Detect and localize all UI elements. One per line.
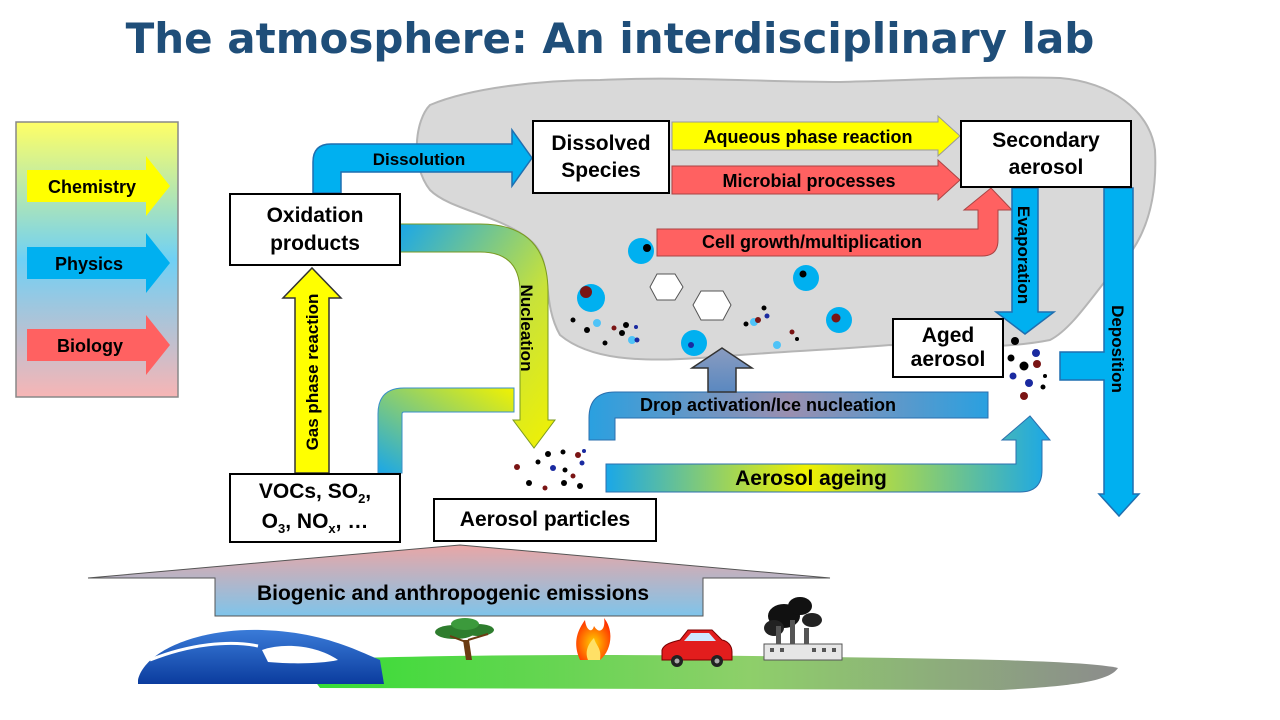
deposition-label: Deposition (1108, 305, 1127, 393)
cloud-small-particles (570, 305, 799, 346)
secondary-aerosol-line1: Secondary (992, 128, 1100, 152)
car-icon (661, 629, 733, 667)
dissolution-arrow (312, 127, 533, 194)
precursors-line1: VOCs, SO2, (258, 480, 372, 507)
microbial-processes-label: Microbial processes (722, 171, 895, 191)
cell-growth-label: Cell growth/multiplication (702, 232, 922, 252)
secondary-aerosol-line2: aerosol (1008, 156, 1084, 179)
evaporation-label: Evaporation (1014, 206, 1033, 304)
tree-icon (435, 618, 494, 660)
deposition-arrow (1059, 187, 1141, 518)
nucleation-label: Nucleation (517, 285, 536, 372)
legend-biology-arrow (27, 315, 170, 375)
cell-growth-arrow (656, 187, 1014, 257)
aged-aerosol-line1: Aged (921, 323, 975, 347)
gas-phase-reaction-label: Gas phase reaction (303, 294, 322, 451)
precursor-to-nucleation-arrow (377, 387, 515, 474)
drop-activation-arrow (588, 391, 989, 441)
drop-activation-label: Drop activation/Ice nucleation (640, 395, 896, 415)
drop-activation-up-arrow (689, 347, 755, 393)
secondary-aerosol-box: Secondary aerosol (960, 120, 1132, 188)
microbial-processes-arrow (671, 158, 961, 202)
precursors-box: VOCs, SO2, O3, NOx, … (229, 473, 401, 543)
gas-phase-reaction-arrow (281, 266, 343, 474)
cloud-ice-crystals (649, 273, 732, 321)
ocean-wave-icon (138, 629, 384, 684)
aerosol-ageing-arrow (605, 415, 1052, 493)
aerosol-particles-box: Aerosol particles (433, 498, 657, 542)
dissolution-label: Dissolution (373, 150, 466, 169)
precursors-line2: O3, NOx, … (261, 510, 369, 537)
nucleation-arrow (399, 223, 556, 449)
oxidation-products-box: Oxidation products (229, 193, 401, 266)
legend-chemistry-label: Chemistry (48, 177, 136, 197)
oxidation-products-line1: Oxidation (266, 204, 364, 228)
ground-shape (300, 655, 1118, 690)
evaporation-arrow (993, 187, 1057, 335)
legend-physics-arrow (27, 233, 170, 293)
page-title: The atmosphere: An interdisciplinary lab (125, 14, 1095, 63)
legend-physics-label: Physics (55, 254, 123, 274)
factory-icon (763, 597, 843, 661)
aerosol-ageing-label: Aerosol ageing (735, 467, 887, 490)
aerosol-particles-label: Aerosol particles (459, 508, 631, 532)
emissions-arrow (87, 544, 831, 617)
oxidation-products-line2: products (270, 231, 360, 255)
legend-chemistry-arrow (27, 156, 170, 216)
cloud-droplets (577, 238, 852, 356)
fire-icon (576, 618, 611, 660)
aged-aerosol-line2: aerosol (910, 348, 986, 371)
aged-aerosol-particles (1007, 337, 1047, 400)
legend-biology-label: Biology (57, 336, 123, 356)
emissions-label: Biogenic and anthropogenic emissions (257, 582, 649, 605)
dissolved-species-line1: Dissolved (551, 131, 651, 155)
aqueous-phase-reaction-arrow (671, 114, 961, 158)
fresh-aerosol-particles (514, 449, 586, 491)
dissolved-species-line2: Species (561, 159, 641, 182)
aqueous-phase-reaction-label: Aqueous phase reaction (703, 127, 912, 147)
